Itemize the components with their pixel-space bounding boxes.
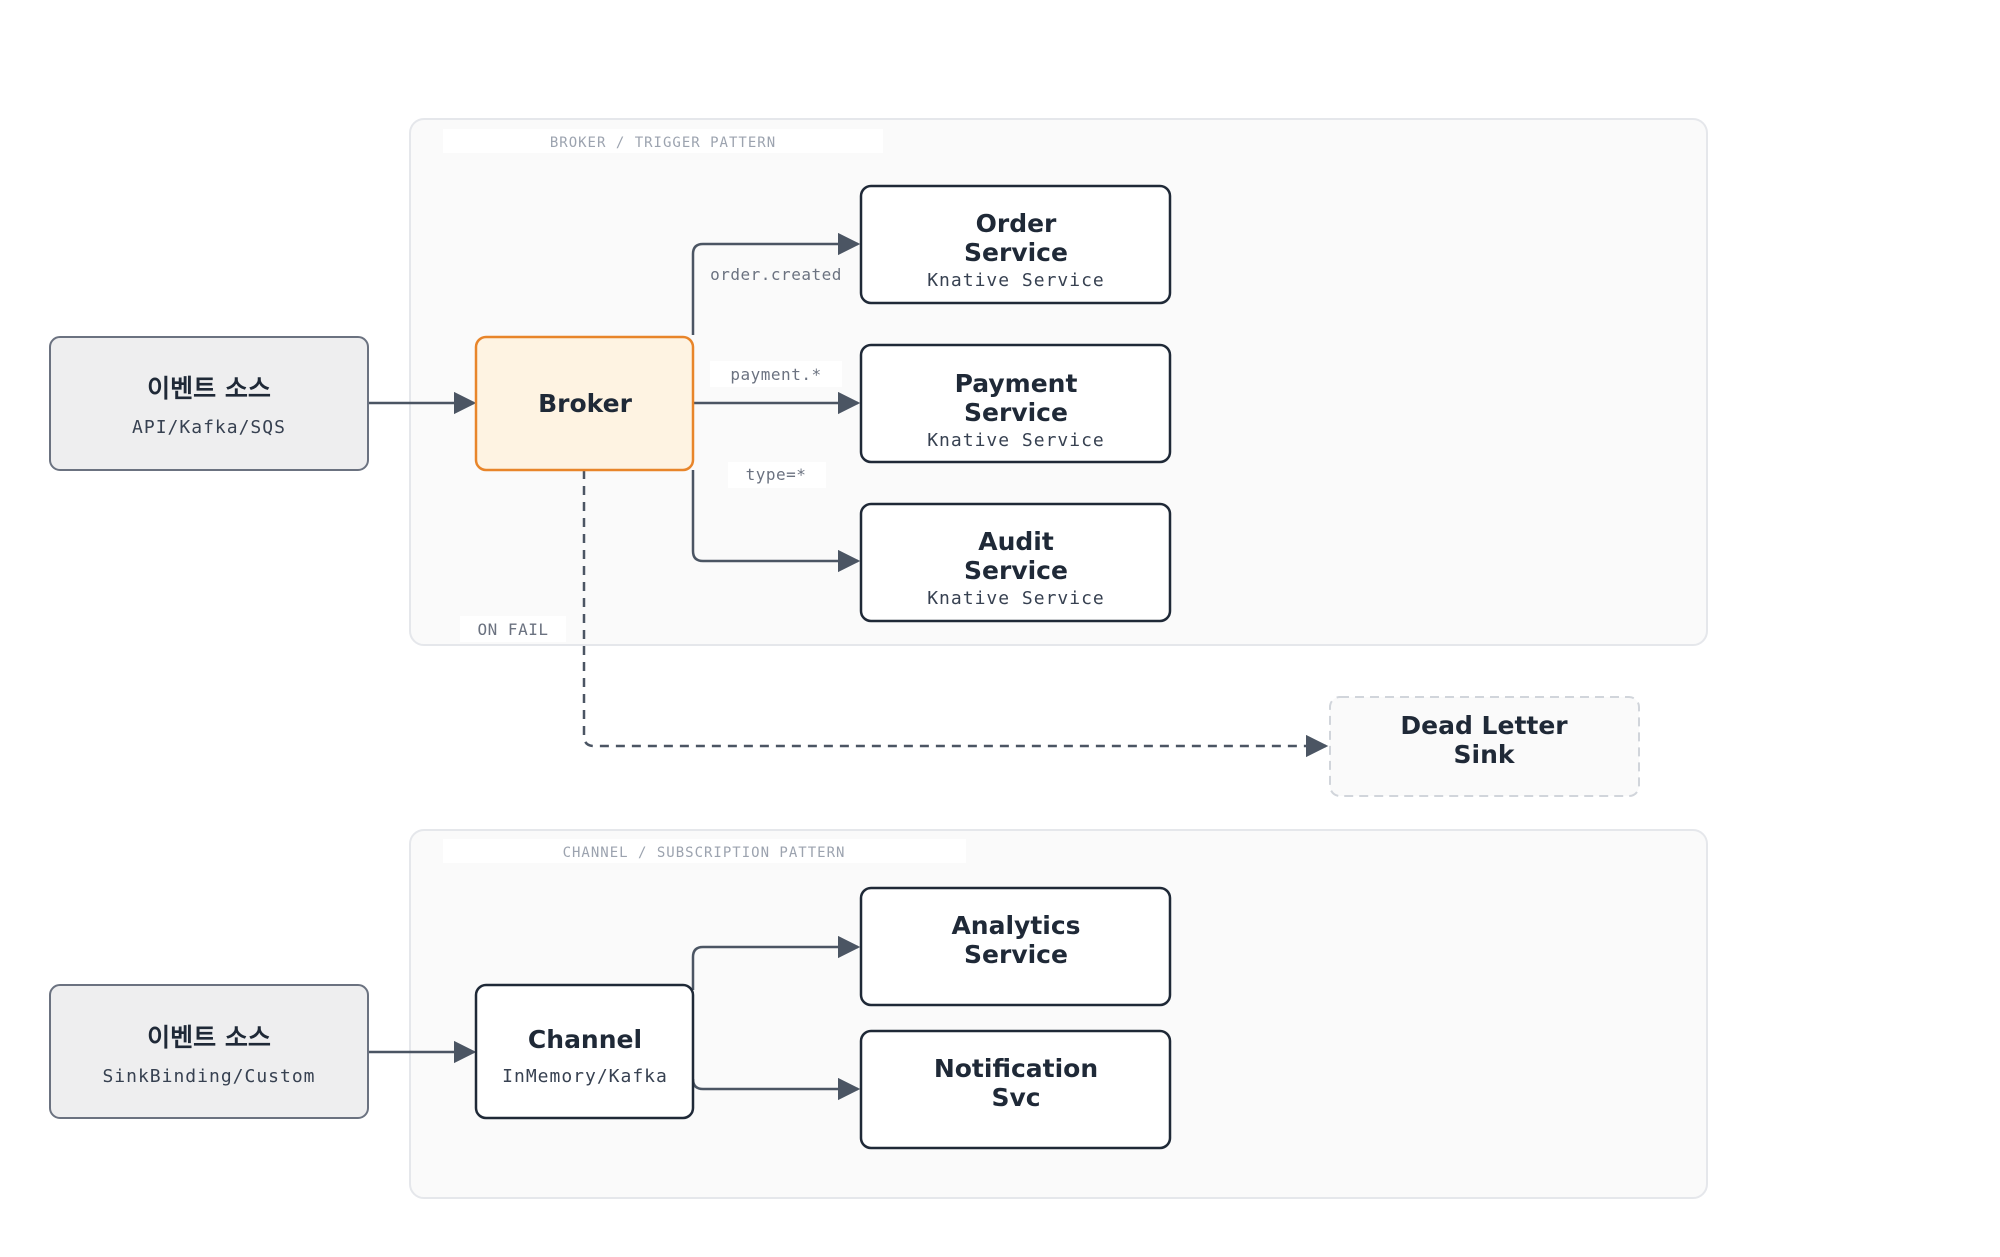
analytics-service-title-line1: Analytics — [951, 911, 1080, 940]
channel-title: Channel — [528, 1025, 642, 1054]
channel-subscription-group: CHANNEL / SUBSCRIPTION PATTERN — [409, 829, 1708, 1199]
edge-channel-analytics — [691, 935, 861, 990]
channel-group-label: CHANNEL / SUBSCRIPTION PATTERN — [563, 845, 846, 861]
payment-service-node[interactable]: Payment Service Knative Service — [859, 343, 1172, 464]
audit-service-subtitle: Knative Service — [927, 588, 1105, 609]
audit-service-title-line2: Service — [964, 556, 1068, 585]
event-source-title: 이벤트 소스 — [147, 374, 271, 403]
broker-node[interactable]: Broker — [474, 335, 695, 472]
order-service-subtitle: Knative Service — [927, 270, 1105, 291]
channel-node[interactable]: Channel InMemory/Kafka — [474, 983, 695, 1120]
edge-labels: order.created payment.* type=* ON FAIL — [460, 260, 850, 642]
broker-group-label: BROKER / TRIGGER PATTERN — [550, 135, 776, 151]
notification-svc-title-line1: Notification — [934, 1054, 1098, 1083]
dead-letter-title-line2: Sink — [1454, 740, 1516, 769]
dead-letter-sink-node[interactable]: Dead Letter Sink — [1329, 696, 1640, 797]
audit-service-title-line1: Audit — [978, 527, 1054, 556]
label-on-fail: ON FAIL — [478, 620, 549, 639]
notification-svc-title-line2: Svc — [991, 1083, 1040, 1112]
event-source-custom-subtitle: SinkBinding/Custom — [102, 1066, 315, 1087]
event-source-custom-title: 이벤트 소스 — [147, 1023, 271, 1052]
edge-broker-dead-letter — [582, 470, 1329, 758]
event-source-custom-node[interactable]: 이벤트 소스 SinkBinding/Custom — [49, 984, 369, 1119]
label-order-filter: order.created — [710, 265, 842, 284]
edge-broker-audit — [691, 470, 861, 573]
order-service-title-line2: Service — [964, 238, 1068, 267]
payment-service-subtitle: Knative Service — [927, 430, 1105, 451]
payment-service-title-line1: Payment — [955, 369, 1078, 398]
analytics-service-node[interactable]: Analytics Service — [859, 886, 1172, 1007]
audit-service-node[interactable]: Audit Service Knative Service — [859, 502, 1172, 623]
dead-letter-title-line1: Dead Letter — [1400, 711, 1568, 740]
analytics-service-title-line2: Service — [964, 940, 1068, 969]
broker-title: Broker — [538, 389, 632, 418]
event-source-subtitle: API/Kafka/SQS — [132, 417, 286, 438]
edge-broker-order — [691, 232, 861, 335]
notification-svc-node[interactable]: Notification Svc — [859, 1029, 1172, 1150]
channel-subtitle: InMemory/Kafka — [502, 1066, 668, 1087]
label-audit-filter: type=* — [746, 465, 807, 484]
broker-edges — [368, 232, 861, 573]
order-service-node[interactable]: Order Service Knative Service — [859, 184, 1172, 305]
label-payment-filter: payment.* — [730, 365, 821, 384]
event-source-node[interactable]: 이벤트 소스 API/Kafka/SQS — [49, 336, 369, 471]
payment-service-title-line2: Service — [964, 398, 1068, 427]
order-service-title-line1: Order — [976, 209, 1057, 238]
